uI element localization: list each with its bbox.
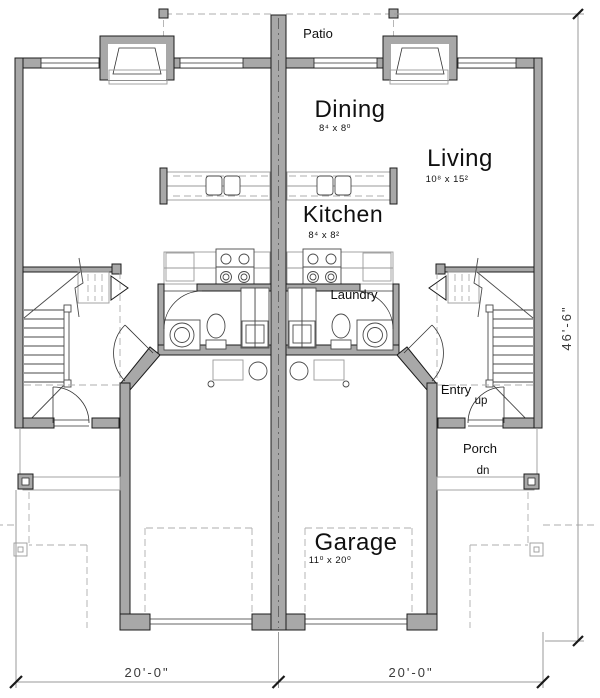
floor-drain <box>342 380 350 388</box>
side-exterior-wall <box>533 57 543 429</box>
vanity-sink <box>362 322 388 348</box>
patio-label: Patio <box>303 26 333 41</box>
dryer <box>301 287 317 349</box>
garage-dims: 11⁰ x 20⁰ <box>309 555 352 566</box>
porch-step <box>436 476 535 491</box>
kitchen-label: Kitchen <box>303 201 383 227</box>
kitchen-sink <box>316 175 334 196</box>
dwelling-unit <box>285 8 597 631</box>
garage-side-wall <box>426 382 438 618</box>
stair-wall <box>437 266 535 273</box>
garage-roof-dashed <box>304 527 413 616</box>
entry-door-swing <box>467 386 505 424</box>
stair-handrail <box>487 306 494 386</box>
living-label: Living <box>427 145 493 172</box>
width-dimension-right: 20'-0" <box>388 665 433 680</box>
garage-door-panel <box>305 618 407 625</box>
garage-front-jamb <box>285 613 306 631</box>
roof-overhang-dashed <box>469 492 529 628</box>
dwelling-unit-mirrored <box>0 8 272 631</box>
stair-wall-cap <box>435 263 446 275</box>
stair-direction-arrow <box>428 275 447 301</box>
dimension-tick <box>9 675 550 689</box>
garage-front-jamb <box>406 613 438 631</box>
bath-door-swing <box>354 290 394 330</box>
refrigerator <box>362 252 392 282</box>
dimensions <box>9 8 584 689</box>
fireplace-interior <box>391 44 449 80</box>
vanity-sink-basin <box>367 327 383 343</box>
entry-front-wall <box>502 417 535 429</box>
burner <box>307 271 319 283</box>
closet-shelves-dashed <box>454 274 470 301</box>
kitchen-dims: 8⁴ x 8² <box>308 230 339 241</box>
porch-post-core <box>533 546 540 553</box>
newel-post <box>485 304 494 313</box>
entry-up-note: up <box>475 395 488 407</box>
water-heater <box>289 361 309 381</box>
bath-side-wall <box>392 283 400 356</box>
washer <box>287 287 303 349</box>
burner <box>307 253 319 265</box>
counter-end-wall <box>389 167 398 205</box>
dimension-tick <box>572 8 584 647</box>
width-dimension-left: 20'-0" <box>124 665 169 680</box>
entry-front-wall <box>437 417 466 429</box>
laundry-label: Laundry <box>331 287 378 302</box>
entry-door-threshold <box>468 419 503 427</box>
burner <box>309 273 317 281</box>
laundry-tub-basin <box>292 324 312 344</box>
kitchen-sink <box>334 175 352 196</box>
porch-dn-note: dn <box>477 465 490 477</box>
furnace-platform <box>313 359 345 381</box>
newel-post <box>485 379 494 388</box>
fireplace-hearth <box>389 69 449 85</box>
bath-vanity <box>356 319 394 351</box>
garage-door-swing <box>431 324 444 382</box>
living-dims: 10⁸ x 15² <box>426 174 469 185</box>
toilet-bowl <box>331 313 351 339</box>
laundry-tub <box>288 320 316 348</box>
burner <box>327 273 335 281</box>
porch-post-core <box>527 477 536 486</box>
dining-dims: 8⁴ x 8⁰ <box>319 123 351 134</box>
porch-post <box>529 542 544 557</box>
break-line <box>473 257 483 318</box>
stair-closet <box>447 271 480 304</box>
depth-dimension: 46'-6" <box>559 305 574 350</box>
porch-label: Porch <box>463 441 497 456</box>
dining-label: Dining <box>314 96 385 123</box>
garage-label: Garage <box>314 529 397 556</box>
burner <box>325 271 337 283</box>
toilet-tank <box>330 339 352 350</box>
burner <box>325 253 337 265</box>
firebox <box>395 47 445 75</box>
entry-label: Entry <box>441 382 472 397</box>
garage-door-leaf <box>403 324 433 354</box>
